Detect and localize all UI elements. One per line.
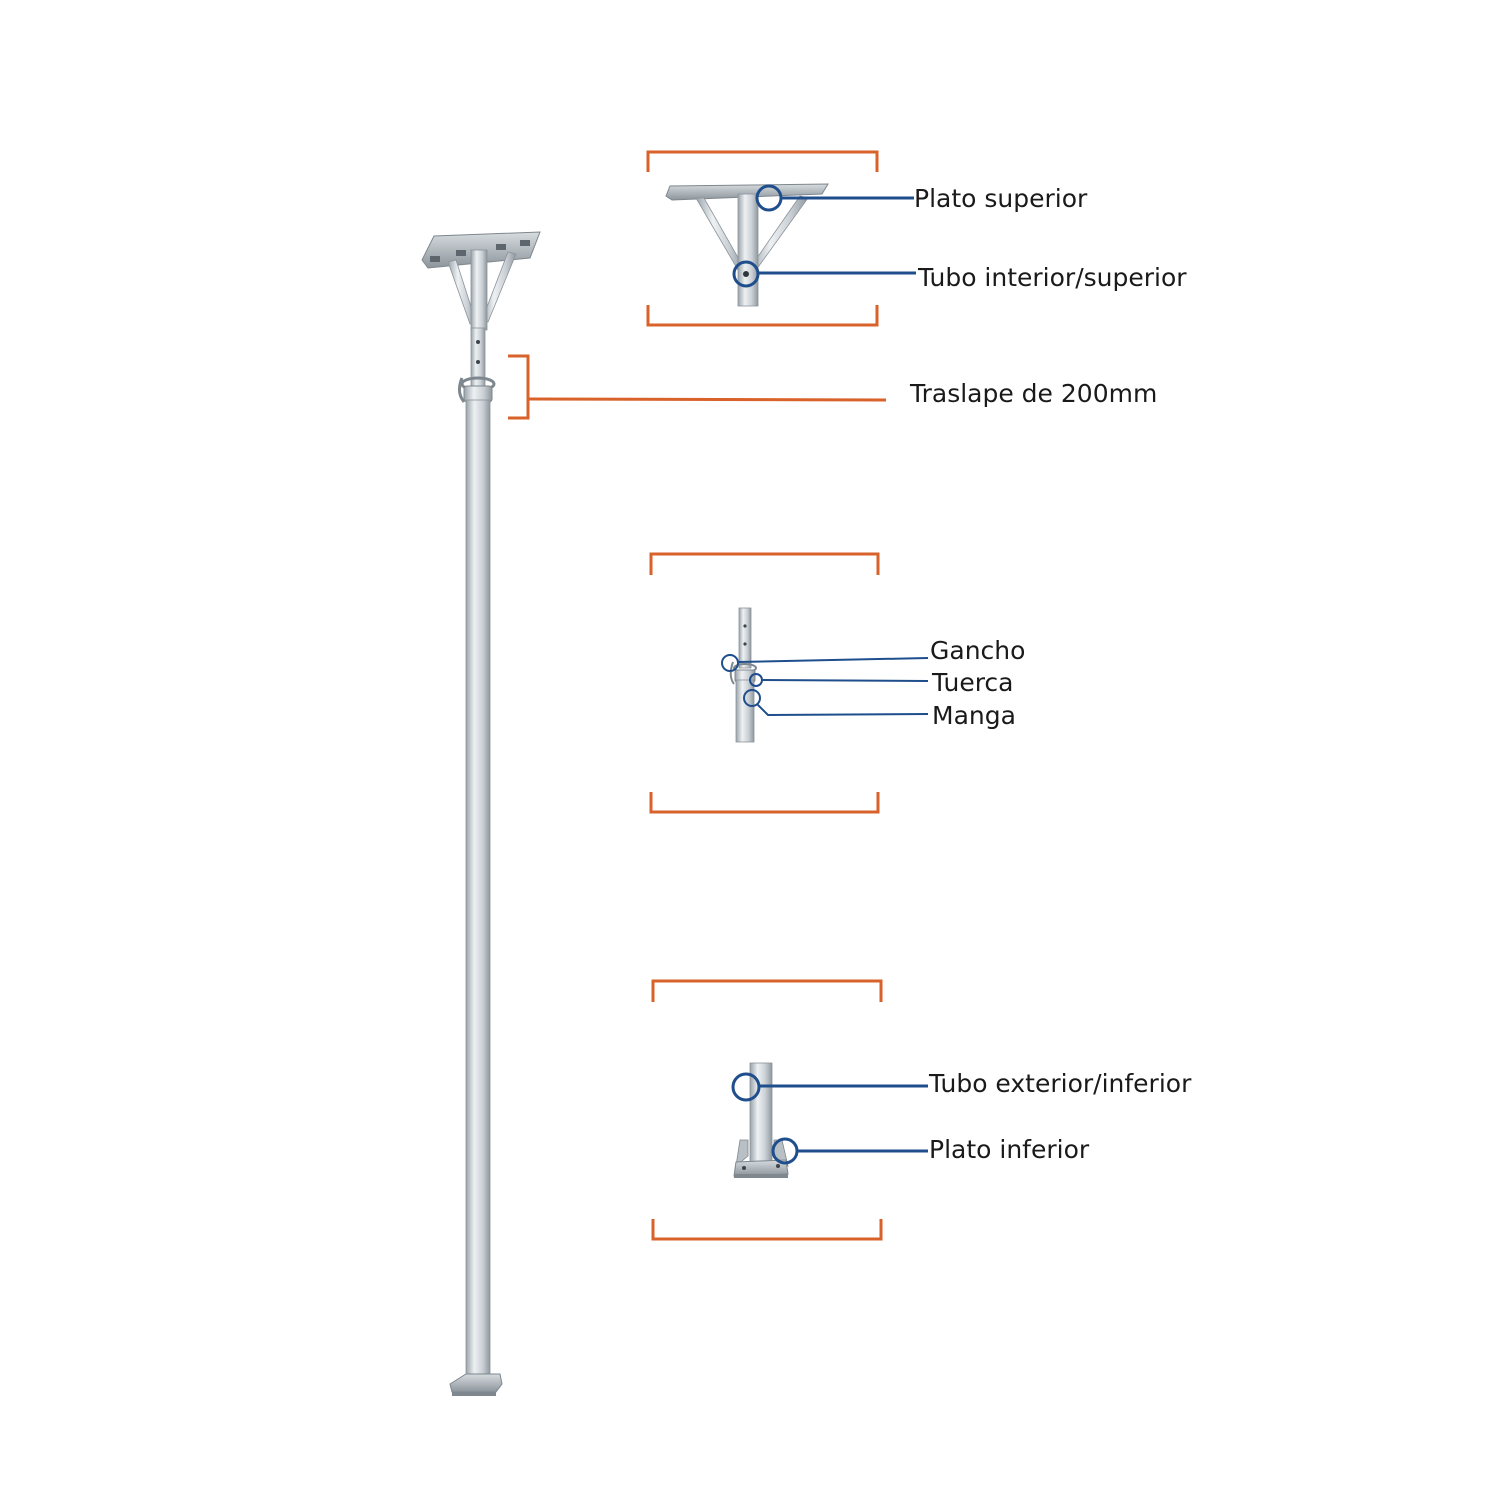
hook-marker [721,654,739,672]
detail-top-prop [665,183,829,307]
inner-tube-label: Tubo interior/superior [918,263,1187,292]
full-prop [421,231,541,1396]
nut-label: Tuerca [932,668,1014,697]
bottom-plate-label: Plato inferior [929,1135,1090,1164]
top-plate-callout [755,184,914,212]
detail-base-prop [733,1062,789,1178]
detail-top-frame [646,150,879,327]
full-prop-top-plate [421,231,541,331]
top-plate-label: Plato superior [914,184,1088,213]
bottom-plate-callout [771,1137,928,1165]
full-prop-outer-tube [465,399,491,1379]
hook-label: Gancho [930,636,1026,665]
overlap-bracket [508,354,887,420]
sleeve-marker [743,689,761,707]
detail-base-frame [651,979,883,1241]
outer-tube-label: Tubo exterior/inferior [929,1069,1192,1098]
nut-callout [749,673,929,687]
full-prop-base-plate [449,1373,503,1396]
detail-collar-frame [649,552,880,814]
overlap-label: Traslape de 200mm [910,379,1158,408]
inner-tube-callout [732,260,916,288]
sleeve-callout [743,689,929,717]
outer-tube-callout [731,1072,928,1102]
detail-collar-prop [729,607,757,743]
hook-callout [721,654,929,672]
sleeve-label: Manga [932,701,1016,730]
